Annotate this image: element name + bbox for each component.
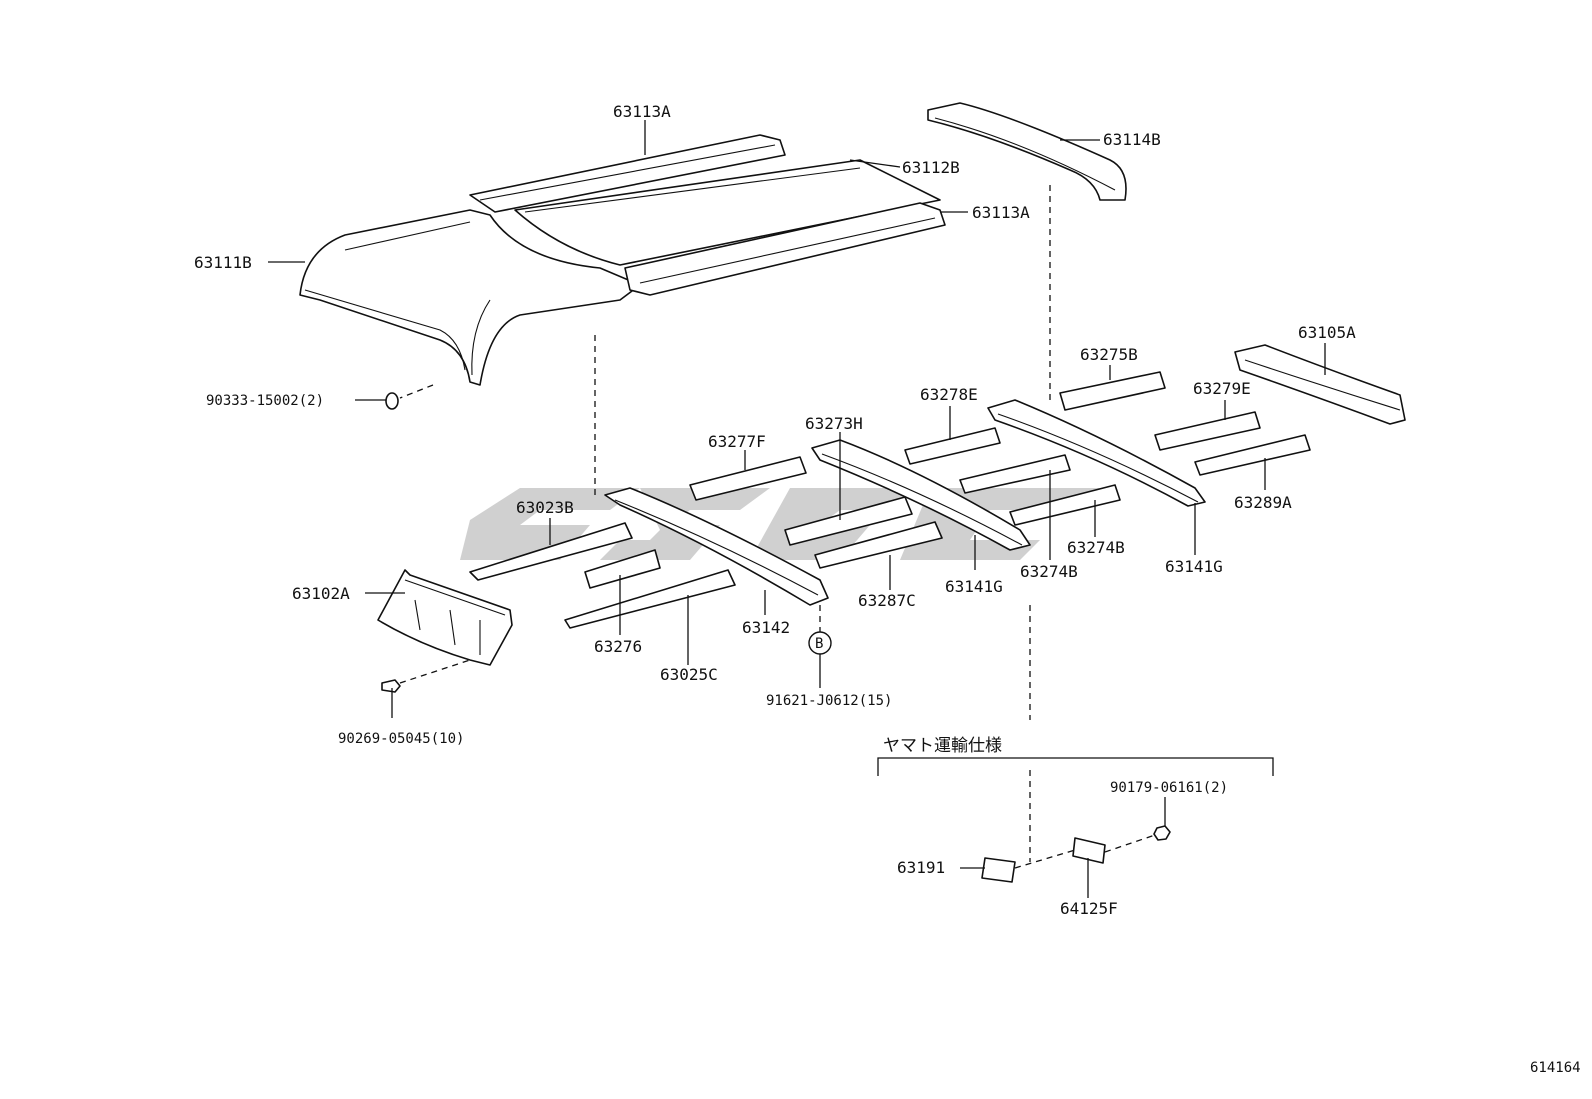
bracket-63025C bbox=[564, 569, 736, 629]
bracket-63273H bbox=[784, 496, 913, 546]
bracket-63276 bbox=[584, 549, 661, 589]
roof-rail-63113A-top bbox=[469, 134, 786, 213]
bracket-63274B-a bbox=[959, 454, 1071, 494]
dashed-guides bbox=[399, 185, 1156, 869]
label-90179: 90179-06161(2) bbox=[1110, 780, 1228, 796]
reference-circle-B bbox=[808, 631, 832, 655]
bracket-64125F bbox=[1072, 837, 1106, 864]
label-63023B: 63023B bbox=[516, 498, 574, 517]
spec-title: ヤマト運輸仕様 bbox=[883, 736, 1002, 756]
label-63289A: 63289A bbox=[1234, 493, 1292, 512]
bracket-63279E bbox=[1154, 411, 1261, 451]
label-63276: 63276 bbox=[594, 637, 642, 656]
label-63114B: 63114B bbox=[1103, 130, 1161, 149]
screw-90269 bbox=[381, 679, 401, 693]
label-63112B: 63112B bbox=[902, 158, 960, 177]
spec-bracket bbox=[877, 757, 1274, 776]
roof-rail-63113A-right bbox=[624, 202, 946, 296]
label-63141G-a: 63141G bbox=[945, 577, 1003, 596]
diagram-id: 614164 bbox=[1530, 1060, 1581, 1076]
grommet-90333 bbox=[385, 392, 399, 410]
roof-bow-63141G-center bbox=[811, 439, 1031, 551]
rear-header-63102A bbox=[377, 569, 513, 666]
label-63105A: 63105A bbox=[1298, 323, 1356, 342]
label-63274B-a: 63274B bbox=[1067, 538, 1125, 557]
bracket-63274B-b bbox=[1009, 484, 1121, 526]
label-63278E: 63278E bbox=[920, 385, 978, 404]
nut-90179 bbox=[1153, 825, 1171, 841]
bracket-63023B bbox=[469, 522, 633, 581]
label-63287C: 63287C bbox=[858, 591, 916, 610]
plate-63191 bbox=[981, 857, 1016, 883]
roof-bow-63141G-right bbox=[987, 399, 1206, 507]
label-64125F: 64125F bbox=[1060, 899, 1118, 918]
bracket-63275B bbox=[1059, 371, 1166, 411]
label-63111B: 63111B bbox=[194, 253, 252, 272]
label-90333: 90333-15002(2) bbox=[206, 393, 324, 409]
roof-panel-63112B bbox=[514, 159, 941, 266]
label-63273H: 63273H bbox=[805, 414, 863, 433]
label-63102A: 63102A bbox=[292, 584, 350, 603]
label-63025C: 63025C bbox=[660, 665, 718, 684]
roof-cap-63114B bbox=[927, 102, 1127, 201]
bracket-63277F bbox=[689, 456, 807, 501]
label-90269: 90269-05045(10) bbox=[338, 731, 464, 747]
label-63191: 63191 bbox=[897, 858, 945, 877]
label-63277F: 63277F bbox=[708, 432, 766, 451]
roof-bow-63142 bbox=[604, 487, 829, 606]
label-63141G-b: 63141G bbox=[1165, 557, 1223, 576]
label-63113A-top: 63113A bbox=[613, 102, 671, 121]
front-header-63105A bbox=[1234, 344, 1406, 425]
roof-panel-63111B bbox=[299, 209, 641, 386]
label-91621: 91621-J0612(15) bbox=[766, 693, 892, 709]
leader-lines bbox=[268, 120, 1326, 898]
label-B: B bbox=[815, 636, 823, 652]
label-63279E: 63279E bbox=[1193, 379, 1251, 398]
label-63142: 63142 bbox=[742, 618, 790, 637]
bracket-63278E bbox=[904, 427, 1001, 465]
bracket-63287C bbox=[814, 521, 943, 569]
label-63113A-right: 63113A bbox=[972, 203, 1030, 222]
label-63275B: 63275B bbox=[1080, 345, 1138, 364]
label-63274B-b: 63274B bbox=[1020, 562, 1078, 581]
bracket-63289A bbox=[1194, 434, 1311, 476]
